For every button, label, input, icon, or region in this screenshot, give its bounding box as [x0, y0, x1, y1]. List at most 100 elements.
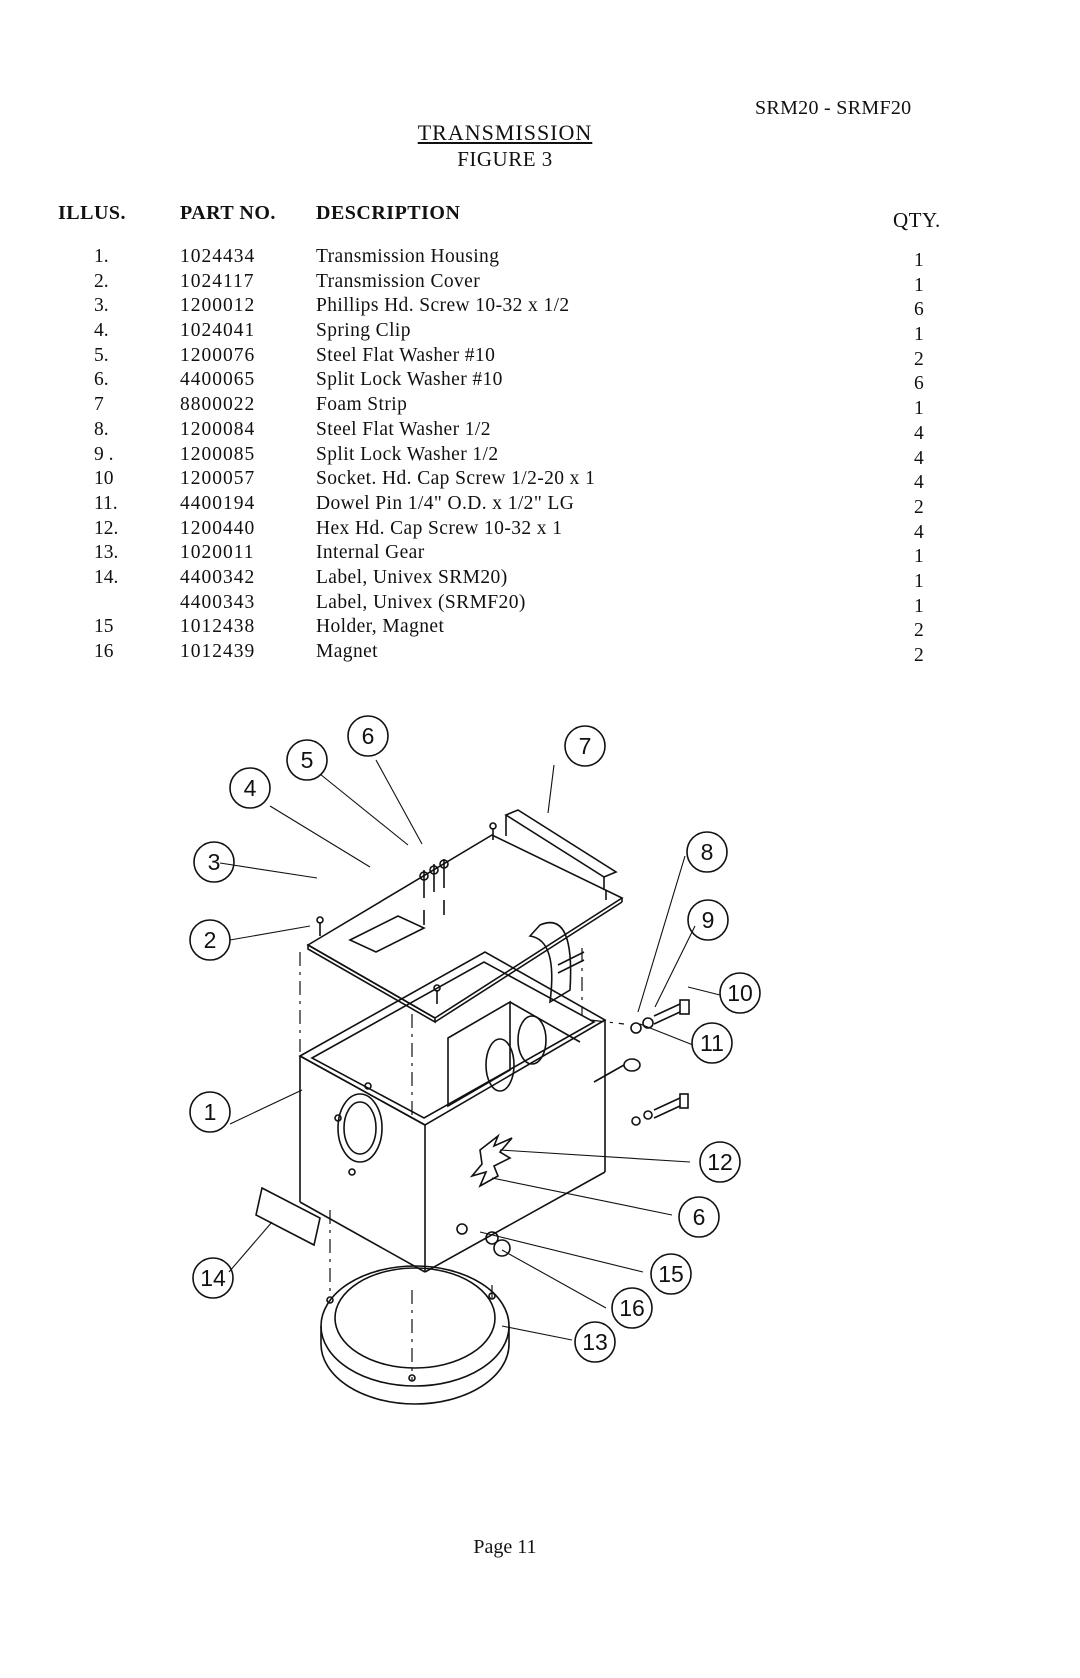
- callout-15: 15: [658, 1261, 684, 1287]
- part-number: 1200085: [180, 443, 256, 465]
- callout-10: 10: [727, 980, 753, 1006]
- part-description: Spring Clip: [316, 320, 411, 342]
- part-description: Holder, Magnet: [316, 616, 445, 638]
- part-quantity: 4: [914, 422, 924, 444]
- part-quantity: 1: [914, 398, 924, 420]
- illus-number: 11.: [94, 492, 118, 514]
- label-plate: [255, 1186, 321, 1247]
- column-header-illus: ILLUS.: [58, 202, 127, 224]
- part-quantity: 2: [914, 620, 924, 642]
- part-number: 4400343: [180, 591, 256, 613]
- page-number: Page 11: [473, 1536, 537, 1558]
- table-row: 13. 1020011 Internal Gear 1: [0, 542, 1000, 567]
- internal-gear: [320, 1265, 510, 1405]
- part-quantity: 4: [914, 521, 924, 543]
- callout-13: 13: [582, 1329, 608, 1355]
- spring-clip: [348, 915, 426, 953]
- part-number: 1200012: [180, 295, 256, 317]
- illus-number: 8.: [94, 418, 109, 440]
- illus-number: 7: [94, 394, 104, 416]
- callout-4: 4: [244, 775, 257, 801]
- illus-number: 12.: [94, 517, 119, 539]
- illus-number: 14.: [94, 566, 119, 588]
- table-row: 10 1200057 Socket. Hd. Cap Screw 1/2-20 x …: [0, 468, 1000, 493]
- part-number: 8800022: [180, 394, 256, 416]
- illus-number: 10: [94, 468, 114, 490]
- part-description: Phillips Hd. Screw 10-32 x 1/2: [316, 295, 570, 317]
- column-header-description: DESCRIPTION: [316, 202, 461, 224]
- part-number: 1200057: [180, 468, 256, 490]
- illus-number: 3.: [94, 295, 109, 317]
- part-number: 1024041: [180, 320, 256, 342]
- part-quantity: 6: [914, 373, 924, 395]
- callout-11: 11: [700, 1030, 724, 1056]
- callout-6: 6: [362, 723, 375, 749]
- leader-lines: [219, 759, 721, 1341]
- callout-1: 1: [204, 1099, 217, 1125]
- column-header-part-no: PART NO.: [180, 202, 276, 224]
- cover-screws: [316, 822, 607, 1004]
- column-header-qty: QTY.: [893, 208, 941, 232]
- part-description: Socket. Hd. Cap Screw 1/2-20 x 1: [316, 468, 596, 490]
- callout-7: 7: [579, 733, 592, 759]
- side-fasteners: [557, 951, 690, 1126]
- part-quantity: 6: [914, 299, 924, 321]
- part-quantity: 1: [914, 250, 924, 271]
- table-row: 11. 4400194 Dowel Pin 1/4" O.D. x 1/2" LG 2: [0, 493, 1000, 518]
- callout-2: 2: [204, 927, 217, 953]
- illus-number: 6.: [94, 369, 109, 391]
- part-number: 4400194: [180, 492, 256, 514]
- callout-14: 14: [200, 1265, 226, 1291]
- transmission-exploded-diagram: 1 2 3 4 5 6 7 8 9 10 11 12 6 15 16 13 14: [189, 715, 761, 1405]
- part-quantity: 2: [914, 496, 924, 518]
- callout-12: 12: [707, 1149, 733, 1175]
- part-quantity: 2: [914, 645, 924, 666]
- callout-9: 9: [702, 907, 715, 933]
- callout-3: 3: [208, 849, 221, 875]
- part-description: Internal Gear: [316, 542, 425, 564]
- part-description: Steel Flat Washer #10: [316, 344, 496, 366]
- part-number: 1200084: [180, 418, 256, 440]
- part-number: 1020011: [180, 542, 255, 564]
- callout-8: 8: [701, 839, 714, 865]
- part-number: 1200076: [180, 344, 256, 366]
- illus-number: 1.: [94, 246, 109, 267]
- callouts: [189, 715, 761, 1363]
- part-quantity: 4: [914, 447, 924, 469]
- foam-strip: [504, 809, 618, 878]
- part-quantity: 1: [914, 546, 924, 568]
- part-description: Transmission Cover: [316, 270, 481, 292]
- table-row: 4400343 Label, Univex (SRMF20) 1: [0, 592, 1000, 617]
- part-quantity: 1: [914, 274, 924, 296]
- part-description: Dowel Pin 1/4" O.D. x 1/2" LG: [316, 492, 575, 514]
- part-description: Magnet: [316, 641, 378, 662]
- part-description: Transmission Housing: [316, 246, 500, 267]
- callout-5: 5: [301, 747, 314, 773]
- illus-number: 13.: [94, 542, 119, 564]
- part-number: 1024117: [180, 270, 255, 292]
- part-number: 1200440: [180, 517, 256, 539]
- callout-6b: 6: [693, 1204, 706, 1230]
- part-description: Label, Univex (SRMF20): [316, 591, 526, 613]
- part-quantity: 1: [914, 595, 924, 617]
- part-number: 4400342: [180, 566, 256, 588]
- part-description: Steel Flat Washer 1/2: [316, 418, 491, 440]
- page-title: TRANSMISSION: [417, 120, 593, 145]
- table-row: 9 . 1200085 Split Lock Washer 1/2 4: [0, 444, 1000, 469]
- part-quantity: 4: [914, 472, 924, 494]
- illus-number: 9 .: [94, 443, 114, 465]
- part-quantity: 2: [914, 348, 924, 370]
- illus-number: 15: [94, 616, 114, 638]
- part-description: Split Lock Washer 1/2: [316, 443, 499, 465]
